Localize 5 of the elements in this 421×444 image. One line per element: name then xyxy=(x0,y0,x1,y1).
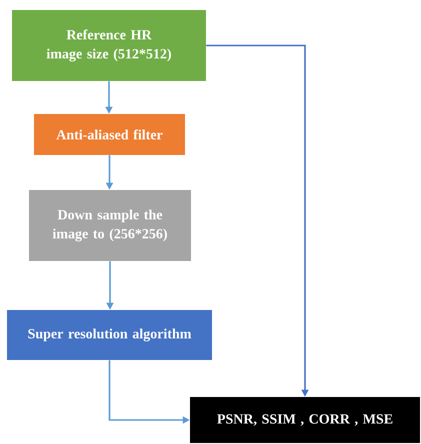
process-box: Super resolution algorithm xyxy=(7,310,212,360)
result-box: PSNR, SSIM , CORR , MSE xyxy=(190,397,420,443)
process-box: Reference HR image size (512*512) xyxy=(12,10,206,81)
process-box: Down sample the image to (256*256) xyxy=(29,190,191,261)
process-box: Anti-aliased filter xyxy=(34,114,185,155)
